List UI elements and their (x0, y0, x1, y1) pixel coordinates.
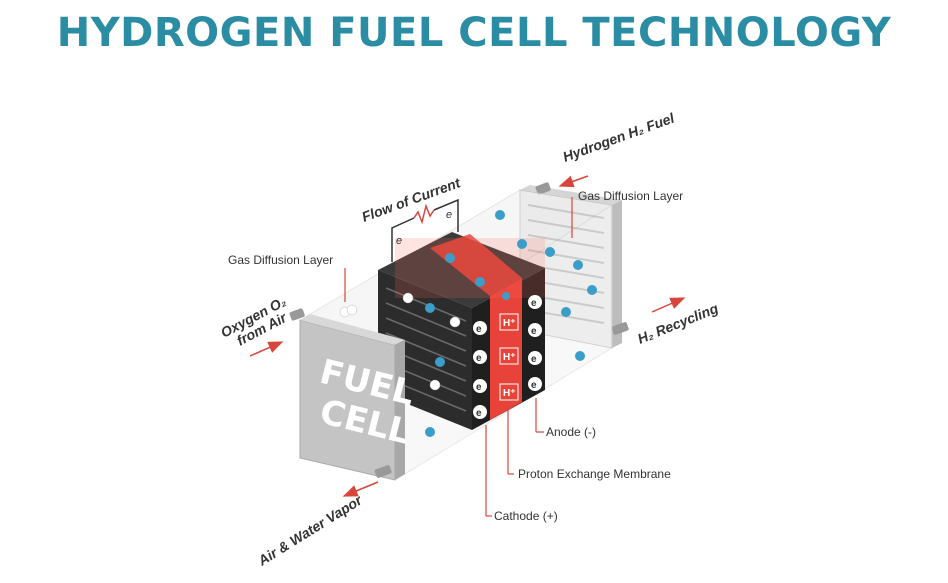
current-circuit (391, 198, 459, 262)
protons: H⁺ H⁺ H⁺ (499, 313, 519, 401)
label-h2-recycling: H₂ Recycling (635, 300, 721, 347)
page-title: HYDROGEN FUEL CELL TECHNOLOGY (56, 10, 892, 56)
electron-label: e (476, 353, 482, 364)
electron-label: e (476, 408, 482, 419)
label-gas-diffusion-left: Gas Diffusion Layer (228, 253, 333, 267)
electron-label: e (531, 380, 537, 391)
electron-label: e (531, 326, 537, 337)
label-gas-diffusion-right: Gas Diffusion Layer (578, 189, 683, 203)
front-end-plate: FUEL CELL (289, 308, 418, 481)
electron-label: e (531, 354, 537, 365)
label-cathode: Cathode (+) (494, 509, 558, 523)
proton-label: H⁺ (503, 352, 516, 363)
flow-arrows (249, 175, 686, 497)
electron-label: e (446, 209, 452, 221)
label-hydrogen-fuel: Hydrogen H₂ Fuel (561, 109, 678, 165)
electron-label: e (476, 324, 482, 335)
electron-label: e (476, 382, 482, 393)
molecules (425, 210, 597, 437)
proton-label: H⁺ (503, 388, 516, 399)
leader-lines (344, 197, 573, 517)
label-pem: Proton Exchange Membrane (518, 467, 671, 481)
electrons: e e e e e e e e (473, 295, 542, 419)
electron-label: e (396, 235, 402, 247)
proton-label: H⁺ (503, 318, 516, 329)
label-air-water-vapor: Air & Water Vapor (254, 491, 366, 569)
electron-label: e (531, 298, 537, 309)
label-anode: Anode (-) (546, 425, 596, 439)
oxygen-molecules (339, 292, 461, 391)
